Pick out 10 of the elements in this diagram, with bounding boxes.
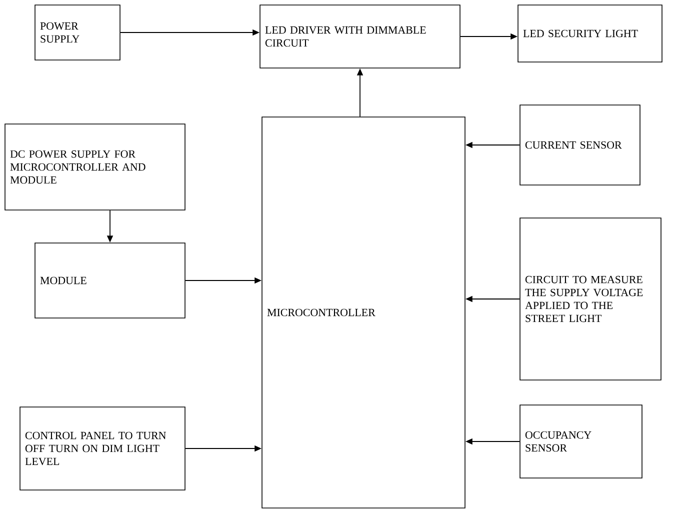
- block-box: LED SECURITY LIGHT: [518, 4, 662, 62]
- microcontroller-block: MICROCONTROLLER: [262, 116, 466, 508]
- block-box: CONTROL PANEL TO TURN OFF TURN ON DIM LIGHT LEVEL: [20, 406, 186, 490]
- block-box: LED DRIVER WITH DIMMABLE CIRCUIT: [260, 4, 460, 68]
- block-box: MODULE: [34, 242, 186, 318]
- block-box: CIRCUIT TO MEASURE THE SUPPLY VOLTAGE APPLIED TO THE STREET LIGHT: [520, 218, 662, 380]
- block-box: OCCUPANCY SENSOR: [520, 404, 642, 478]
- block-box: CURRENT SENSOR: [520, 104, 640, 186]
- block-box: DC POWER SUPPLY FOR MICROCONTROLLER AND MODULE: [4, 124, 186, 210]
- block-box: POWER SUPPLY: [34, 4, 120, 60]
